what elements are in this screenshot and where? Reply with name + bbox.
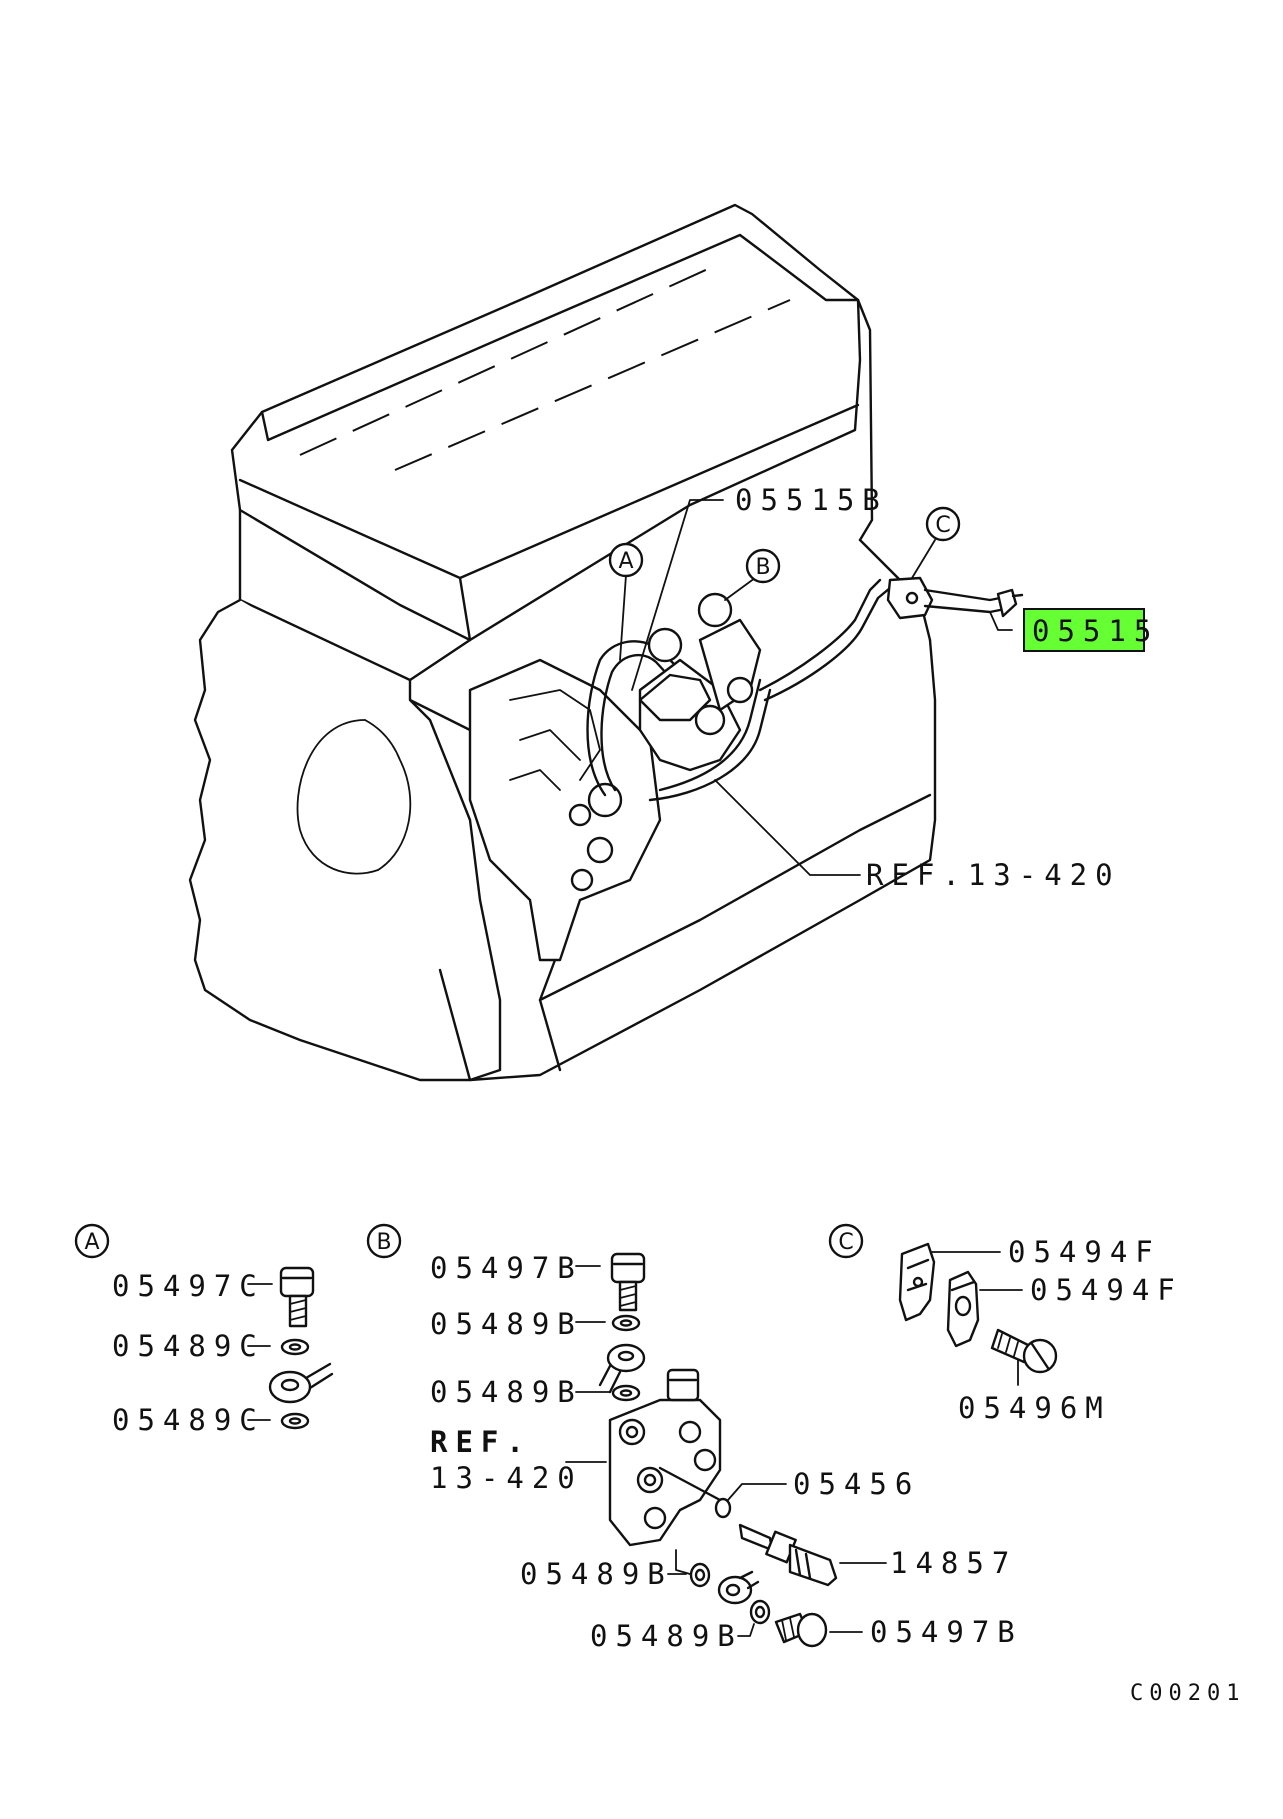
callout-c-marker: C (925, 506, 961, 542)
washer-icon (689, 1562, 711, 1588)
highlighted-part-05515[interactable]: 05515 (1023, 608, 1159, 652)
label-05489C-bottom[interactable]: 05489C (112, 1403, 265, 1437)
detail-c-marker: C (838, 1230, 853, 1255)
leader-callout-b (724, 577, 756, 601)
bolt-icon (610, 1252, 646, 1312)
washer-icon (749, 1599, 771, 1625)
label-ref-word[interactable]: REF. (430, 1425, 532, 1459)
label-ref-13-420[interactable]: REF.13-420 (866, 858, 1121, 892)
label-05489C-top[interactable]: 05489C (112, 1329, 265, 1363)
washer-icon (280, 1338, 310, 1356)
label-05494F-2[interactable]: 05494F (1030, 1273, 1183, 1307)
fuel-pipe-assembly (586, 576, 1024, 802)
detail-c: C 05494F 05494F 05496M (828, 1223, 1183, 1425)
label-05456[interactable]: 05456 (793, 1467, 920, 1501)
bolt-icon (990, 1328, 1058, 1374)
eye-fitting-icon (268, 1362, 334, 1404)
leader-05515 (989, 611, 1013, 631)
svg-text:C: C (935, 513, 950, 538)
label-05497B-bottom[interactable]: 05497B (870, 1615, 1023, 1649)
label-ref-13-420-detail[interactable]: 13-420 (430, 1461, 583, 1495)
label-05497C[interactable]: 05497C (112, 1269, 265, 1303)
eye-fitting-icon (717, 1570, 760, 1605)
clamp-icon (946, 1270, 980, 1348)
injection-pump (468, 658, 662, 962)
label-05515[interactable]: 05515 (1032, 614, 1159, 648)
label-05497B-top[interactable]: 05497B (430, 1251, 583, 1285)
label-05489B-4[interactable]: 05489B (590, 1619, 743, 1653)
distribution-block-icon (608, 1368, 722, 1547)
detail-a: A 05497C 05489C 05489C (74, 1223, 334, 1437)
label-05489B-1[interactable]: 05489B (430, 1307, 583, 1341)
leader-callout-a (619, 574, 627, 661)
leader-callout-c (911, 539, 936, 579)
detail-b: B 05497B 05489B 05489B REF. 13-420 05456… (366, 1223, 1023, 1653)
bolt-icon (279, 1266, 315, 1328)
washer-icon (280, 1412, 310, 1430)
svg-text:B: B (755, 555, 770, 580)
svg-text:A: A (618, 549, 633, 574)
leader-05515B (631, 499, 724, 691)
engine-illustration (188, 203, 1024, 1082)
detail-a-marker: A (84, 1230, 99, 1255)
o-ring-icon (714, 1497, 732, 1519)
label-05515B[interactable]: 05515B (735, 483, 888, 517)
leader-ref-13-420 (714, 779, 861, 876)
clamp-icon (898, 1242, 936, 1322)
label-14857[interactable]: 14857 (890, 1546, 1017, 1580)
callout-b-marker: B (745, 548, 781, 584)
eye-fitting-icon (598, 1343, 646, 1394)
label-05489B-2[interactable]: 05489B (430, 1375, 583, 1409)
detail-b-marker: B (376, 1230, 391, 1255)
callout-a-marker: A (608, 542, 644, 578)
washer-icon (611, 1384, 641, 1402)
label-05494F-1[interactable]: 05494F (1008, 1235, 1161, 1269)
bolt-icon (774, 1612, 828, 1648)
washer-icon (611, 1314, 641, 1332)
label-05489B-3[interactable]: 05489B (520, 1557, 673, 1591)
diagram-code: C00201 (1130, 1681, 1245, 1706)
sensor-icon (738, 1523, 838, 1587)
label-05496M[interactable]: 05496M (958, 1391, 1111, 1425)
